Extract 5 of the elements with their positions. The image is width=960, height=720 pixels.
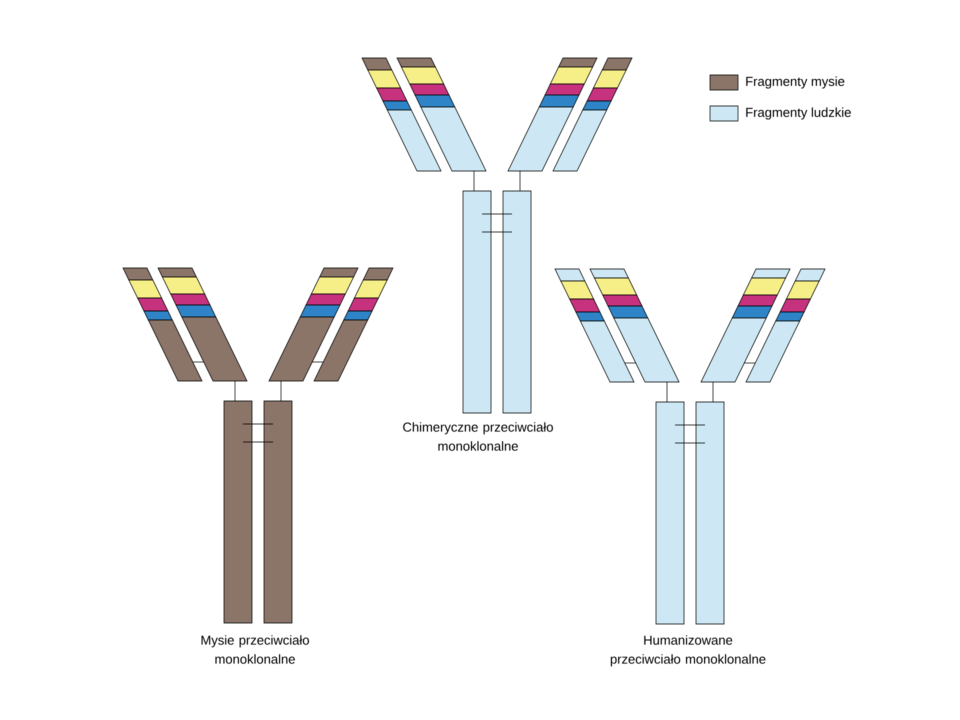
- caption: Chimeryczne przeciwciało monoklonalne: [403, 422, 553, 451]
- legend-label: Fragmenty mysie: [746, 76, 844, 89]
- caption: Mysie przeciwciało monoklonalne: [202, 635, 309, 664]
- legend-label: Fragmenty ludzkie: [746, 107, 851, 120]
- caption: Humanizowane przeciwciało monoklonalne: [610, 635, 766, 666]
